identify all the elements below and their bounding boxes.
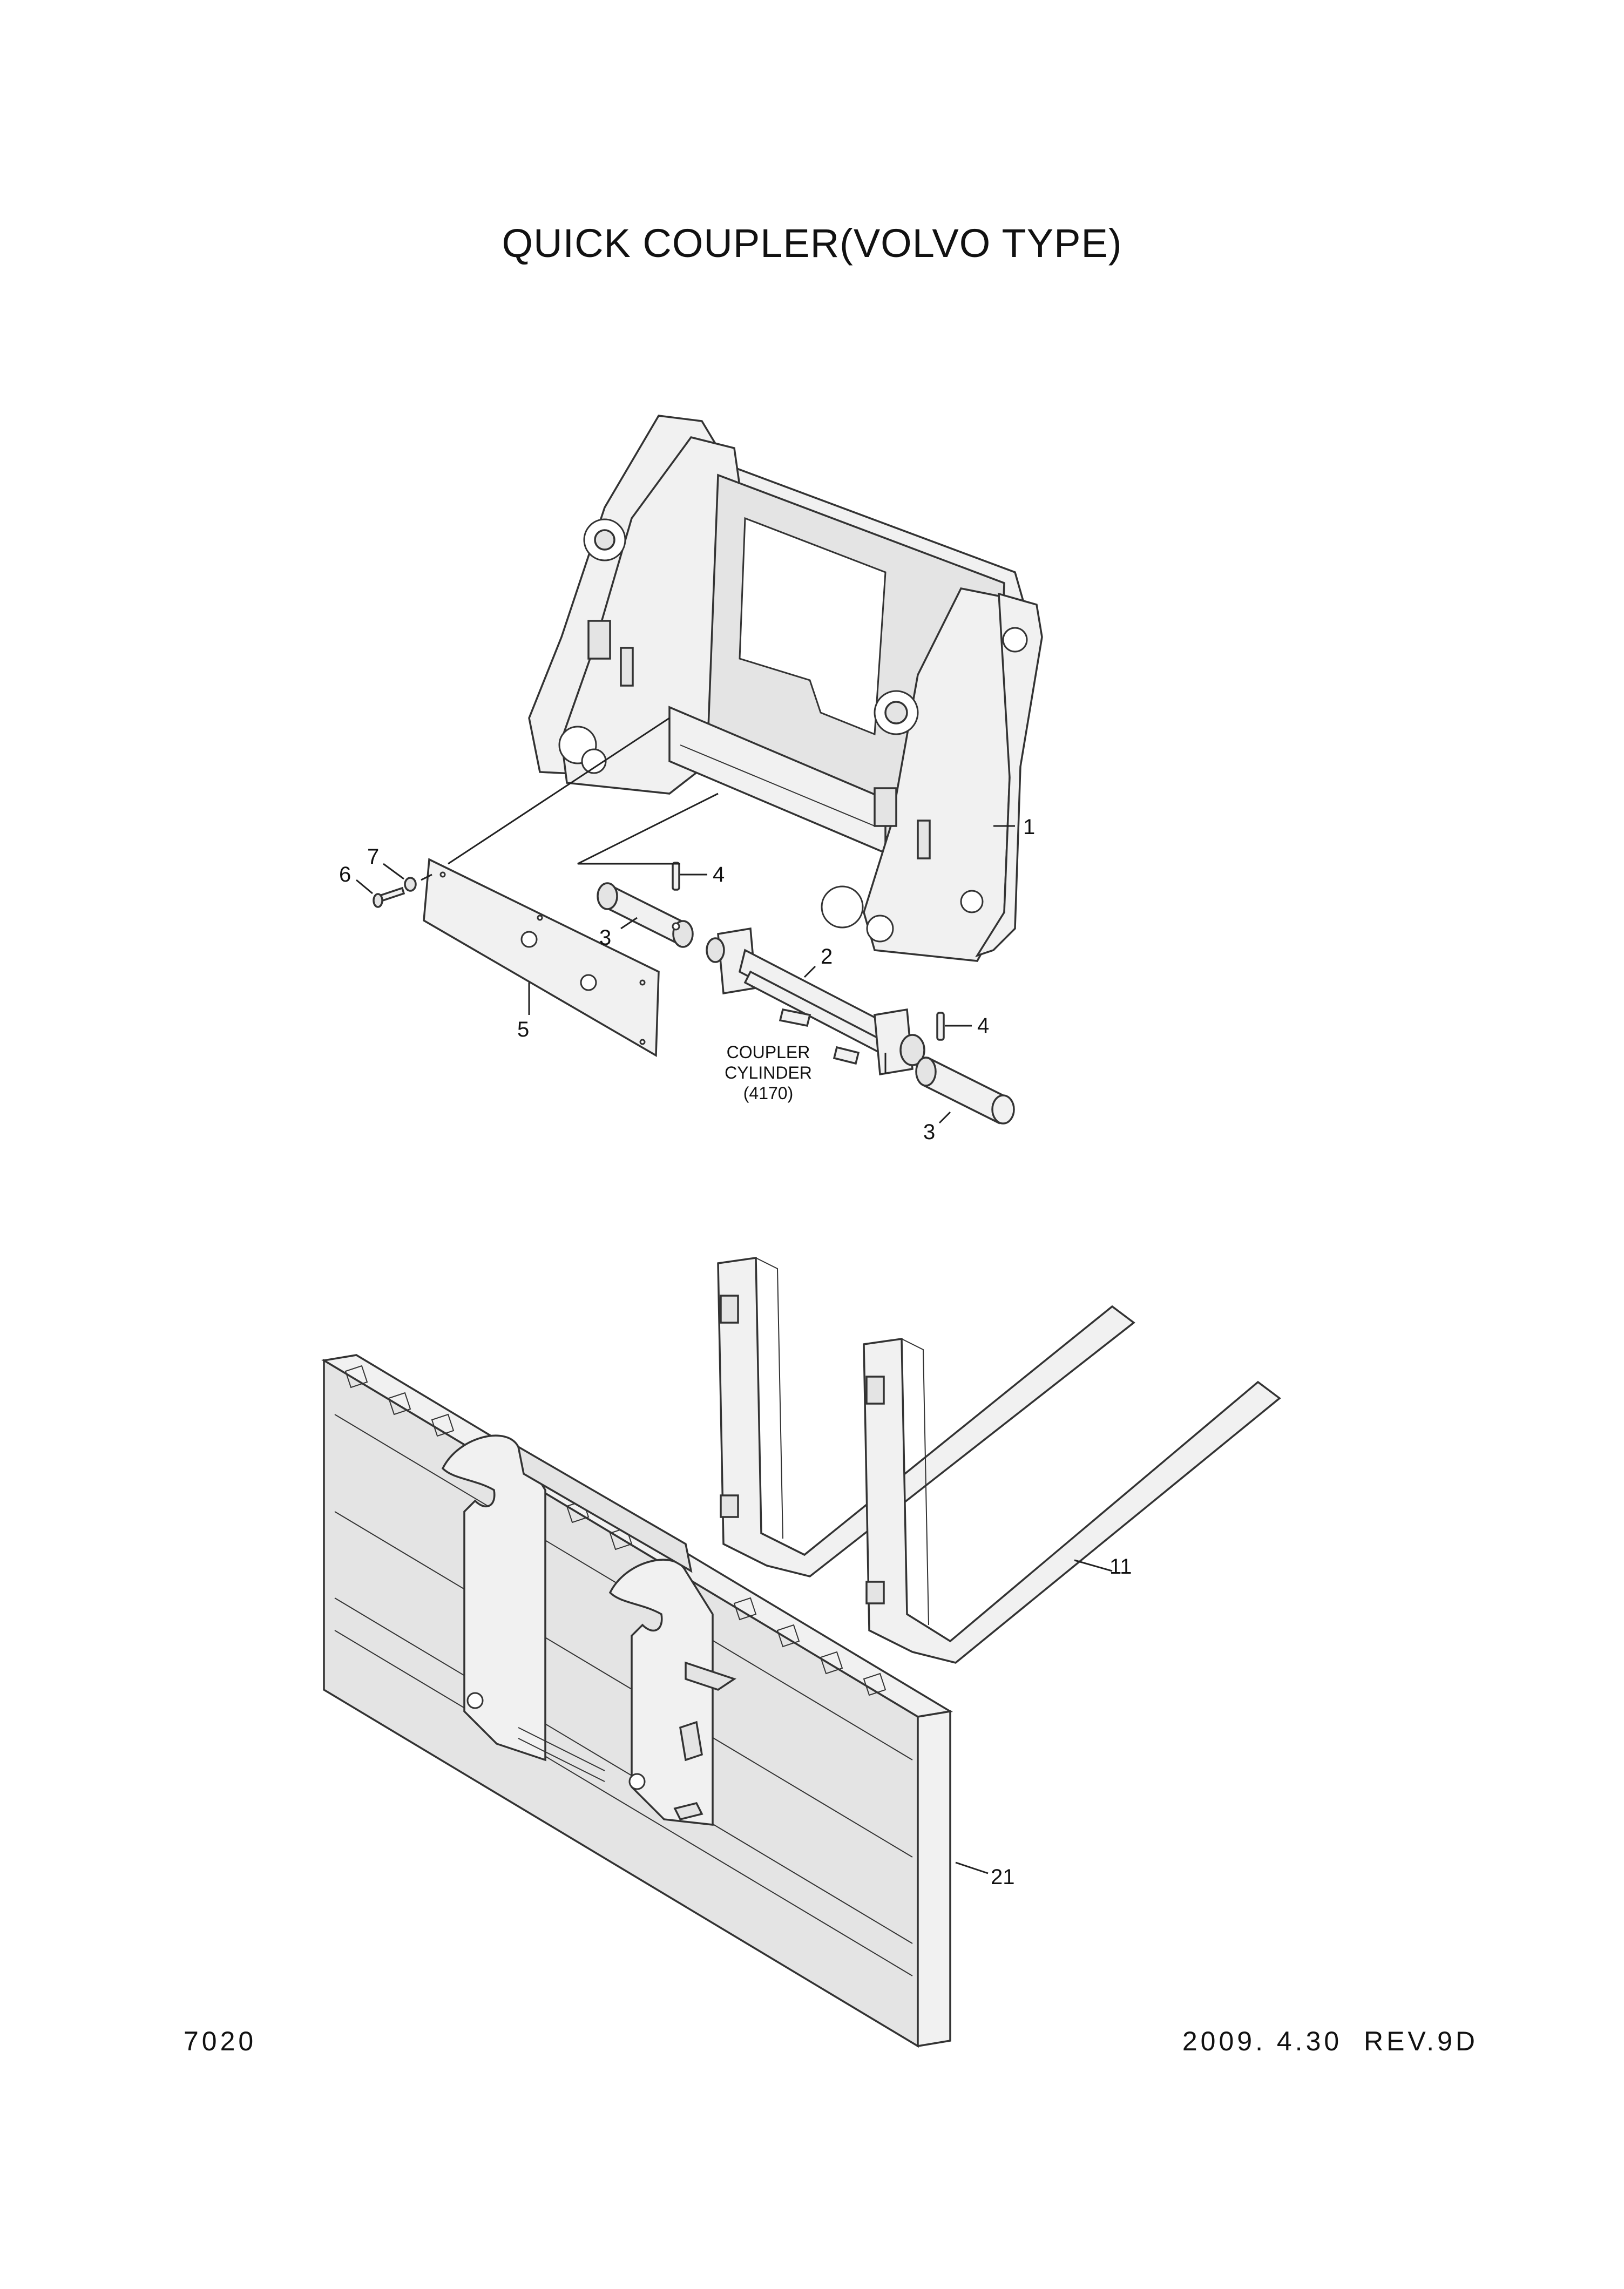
callout-7: 7 xyxy=(367,845,379,869)
cover-plate-5 xyxy=(423,858,660,1057)
roll-pin-4-upper xyxy=(672,862,680,891)
callout-5: 5 xyxy=(517,1018,529,1041)
pin-3-upper xyxy=(597,882,694,948)
coupler-cylinder-2 xyxy=(706,927,925,1076)
cylinder-note-line2: CYLINDER xyxy=(725,1063,812,1082)
washer-7 xyxy=(404,877,417,892)
page-number: 7020 xyxy=(184,2026,257,2056)
fork-11-front xyxy=(863,1337,1281,1664)
cylinder-note-line3: (4170) xyxy=(743,1083,794,1103)
page-title: QUICK COUPLER(VOLVO TYPE) xyxy=(502,221,1122,266)
callout-3-upper: 3 xyxy=(599,926,611,950)
roll-pin-4-lower xyxy=(936,1012,945,1041)
callout-11: 11 xyxy=(1109,1555,1132,1579)
callout-21: 21 xyxy=(991,1865,1015,1889)
callout-4-upper: 4 xyxy=(713,863,725,886)
callout-2: 2 xyxy=(821,945,833,969)
revision-date: 2009. 4.30 REV.9D xyxy=(1182,2026,1478,2056)
cylinder-note-line1: COUPLER xyxy=(727,1042,810,1062)
callout-1: 1 xyxy=(1023,815,1035,839)
callout-6: 6 xyxy=(339,863,351,886)
callout-4-lower: 4 xyxy=(977,1014,989,1038)
fork-carriage-21 xyxy=(321,1354,953,2048)
quick-coupler-frame xyxy=(528,415,1043,962)
pin-3-lower xyxy=(915,1057,1015,1125)
fork-11-rear xyxy=(717,1256,1135,1577)
bolt-6 xyxy=(373,886,405,908)
callout-3-lower: 3 xyxy=(923,1120,935,1144)
